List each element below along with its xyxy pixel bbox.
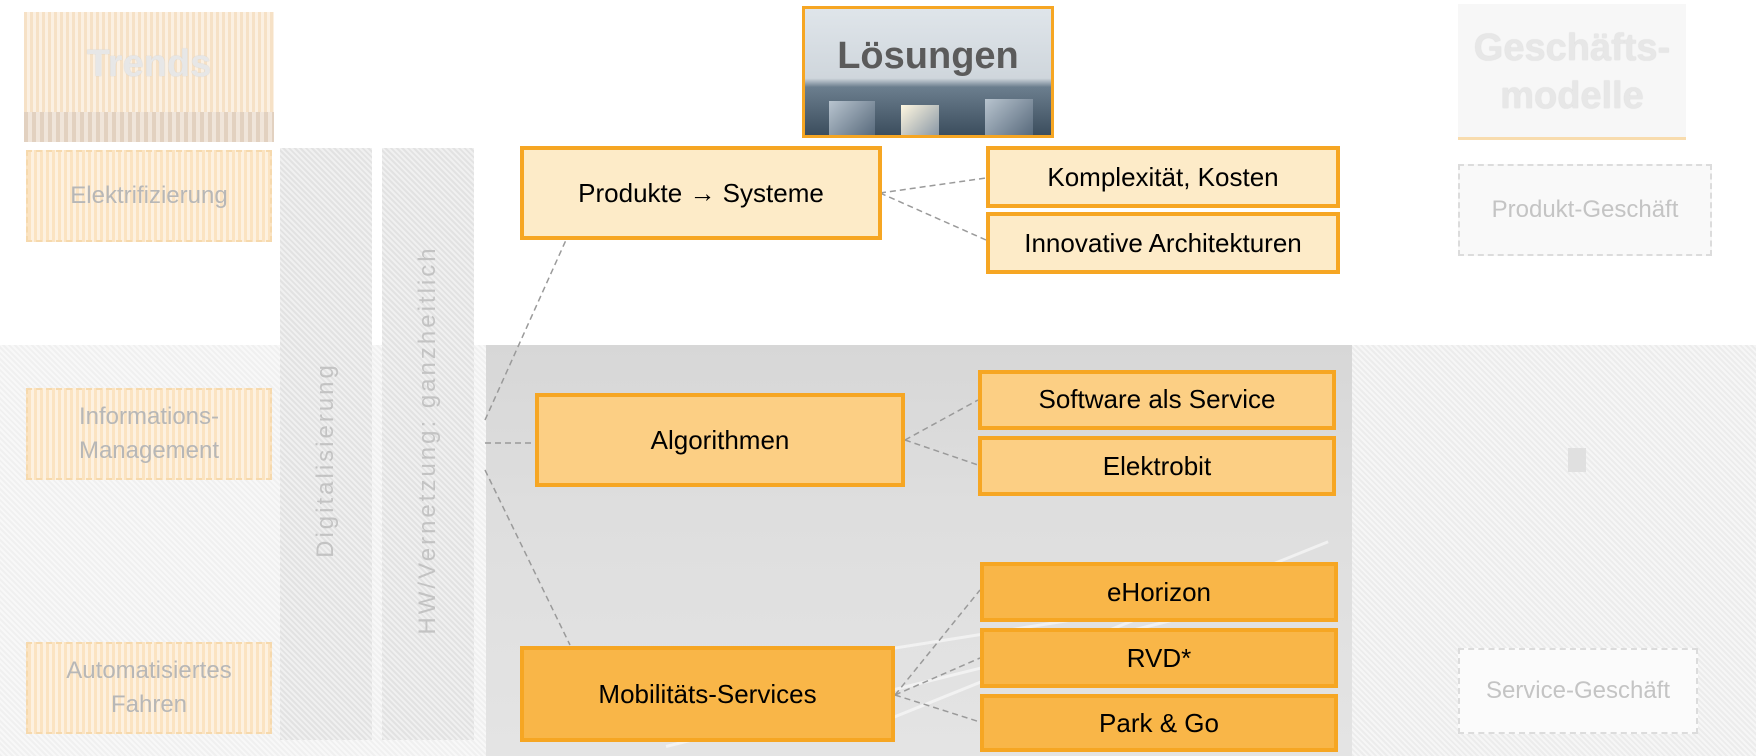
digitalisierung-label-line1: Digitalisierung bbox=[312, 362, 339, 558]
komplexitaet-kosten-label: Komplexität, Kosten bbox=[1047, 161, 1279, 192]
elektrobit-label: Elektrobit bbox=[1102, 450, 1212, 481]
loesungen-header-title: Lösungen bbox=[837, 35, 1019, 77]
trend-elektrifizierung: Elektrifizierung bbox=[26, 150, 272, 242]
trend-automatisiert-label-line2: Fahren bbox=[110, 691, 188, 718]
innovative-architekturen-label: Innovative Architekturen bbox=[1024, 227, 1302, 258]
park-go-box: Park & Go bbox=[980, 694, 1338, 752]
komplexitaet-kosten-box: Komplexität, Kosten bbox=[986, 146, 1340, 208]
mobilitaets-services-label: Mobilitäts-Services bbox=[598, 678, 817, 709]
faded-icon bbox=[1568, 448, 1586, 472]
digitalisierung-label: Digitalisierung bbox=[312, 362, 340, 558]
innovative-architekturen-box: Innovative Architekturen bbox=[986, 212, 1340, 274]
algorithmen-label: Algorithmen bbox=[650, 424, 790, 455]
produkt-geschaeft-box: Produkt-Geschäft bbox=[1458, 164, 1712, 256]
vernetzung-label-line1: HW/Vernetzung: ganzheitlich bbox=[414, 245, 441, 635]
mobilitaets-services-box: Mobilitäts-Services bbox=[520, 646, 895, 742]
elektrobit-box: Elektrobit bbox=[978, 436, 1336, 496]
trend-automatisiertes-fahren: Automatisiertes Fahren bbox=[26, 642, 272, 734]
trend-elektrifizierung-label: Elektrifizierung bbox=[70, 182, 228, 209]
produkte-systeme-box: Produkte → Systeme bbox=[520, 146, 882, 240]
geschaeftsmodelle-header: Geschäfts- modelle bbox=[1458, 4, 1686, 140]
rvd-box: RVD* bbox=[980, 628, 1338, 688]
service-geschaeft-box: Service-Geschäft bbox=[1458, 648, 1698, 734]
geschaeftsmodelle-title-line1: Geschäfts- bbox=[1473, 27, 1671, 69]
software-als-service-box: Software als Service bbox=[978, 370, 1336, 430]
algorithmen-box: Algorithmen bbox=[535, 393, 905, 487]
produkt-geschaeft-label: Produkt-Geschäft bbox=[1491, 196, 1679, 223]
loesungen-header: Lösungen bbox=[802, 6, 1054, 138]
trends-header: Trends bbox=[24, 12, 274, 142]
software-als-service-label: Software als Service bbox=[1038, 384, 1276, 414]
produkte-systeme-label: Produkte → Systeme bbox=[578, 177, 824, 208]
trend-informations-label-line2: Management bbox=[78, 437, 220, 464]
geschaeftsmodelle-title-line2: modelle bbox=[1500, 75, 1644, 117]
rvd-label: RVD* bbox=[1126, 642, 1192, 673]
trend-informations-label-line1: Informations- bbox=[78, 403, 220, 430]
digitalisierung-bar bbox=[280, 148, 372, 740]
vernetzung-label: HW/Vernetzung: ganzheitlich bbox=[414, 245, 442, 634]
trend-automatisiert-label-line1: Automatisiertes bbox=[66, 657, 232, 684]
trends-header-image bbox=[24, 112, 274, 142]
park-go-label: Park & Go bbox=[1099, 707, 1219, 738]
trend-informations-management: Informations- Management bbox=[26, 388, 272, 480]
vernetzung-bar bbox=[382, 148, 474, 740]
ehorizon-box: eHorizon bbox=[980, 562, 1338, 622]
service-geschaeft-label: Service-Geschäft bbox=[1485, 677, 1671, 704]
trends-header-title: Trends bbox=[86, 43, 212, 85]
ehorizon-label: eHorizon bbox=[1106, 576, 1212, 607]
